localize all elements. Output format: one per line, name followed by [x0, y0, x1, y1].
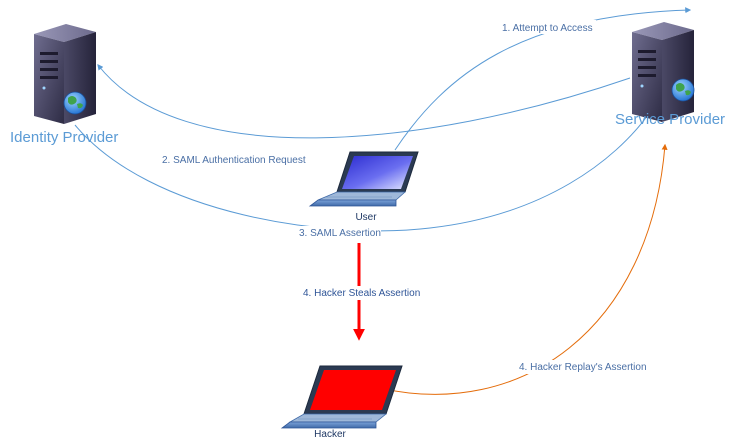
- edge-attempt-to-access: [394, 7, 692, 151]
- edge-label-steals: 4. Hacker Steals Assertion: [303, 288, 420, 299]
- identity-provider-globe-icon: [63, 91, 87, 115]
- edge-saml-auth-request: [97, 64, 631, 139]
- hacker-label: Hacker: [314, 429, 346, 440]
- user-laptop-icon: [308, 151, 419, 207]
- edge-label-auth-request: 2. SAML Authentication Request: [162, 155, 306, 166]
- user-label: User: [355, 212, 377, 223]
- edge-label-attempt: 1. Attempt to Access: [502, 23, 593, 34]
- service-provider-server-icon: [632, 22, 694, 122]
- hacker-laptop-icon: [280, 365, 403, 429]
- edge-label-assertion: 3. SAML Assertion: [299, 228, 381, 239]
- service-provider-globe-icon: [671, 78, 695, 102]
- edge-hacker-replay: [379, 143, 668, 395]
- service-provider-label: Service Provider: [615, 111, 725, 128]
- edge-saml-assertion: [74, 114, 649, 232]
- edge-label-replay: 4. Hacker Replay's Assertion: [519, 362, 647, 373]
- identity-provider-server-icon: [34, 24, 96, 124]
- identity-provider-label: Identity Provider: [10, 129, 118, 146]
